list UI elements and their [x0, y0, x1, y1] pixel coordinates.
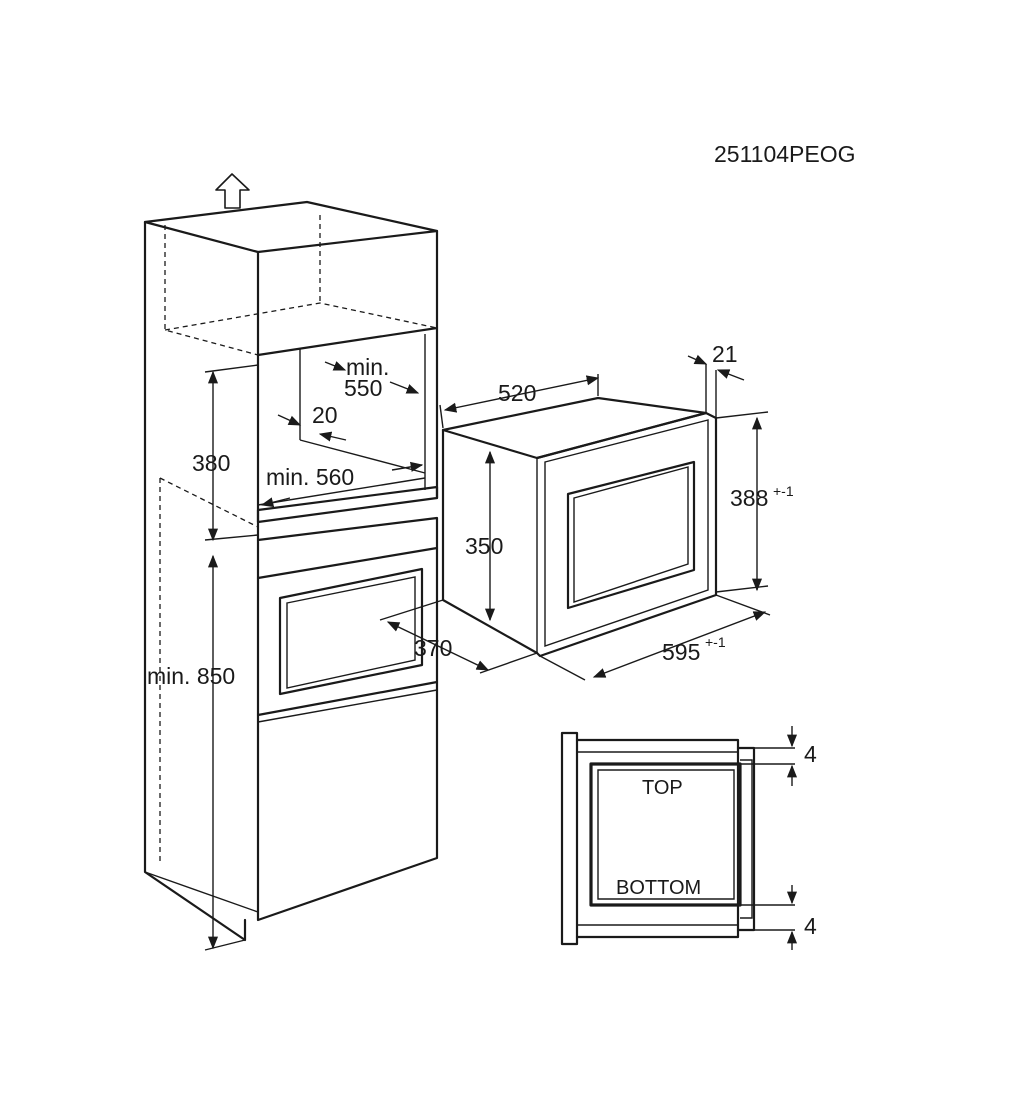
bottom-gap-label: 4 — [804, 913, 817, 939]
svg-text:388: 388 — [730, 485, 768, 511]
niche-width-label: min. 560 — [266, 464, 354, 490]
oven-height-label: 350 — [465, 533, 503, 559]
oven-dimensions — [379, 354, 771, 681]
rear-gap-label: 20 — [312, 402, 338, 428]
top-label: TOP — [642, 777, 683, 799]
cross-section — [560, 731, 756, 946]
oven-width-label: 520 — [498, 380, 536, 406]
oven-depth-label: 370 — [414, 635, 452, 661]
cabinet-dimensions — [204, 361, 424, 951]
bottom-label: BOTTOM — [616, 877, 701, 899]
frame-width-label: 595 +-1 — [662, 634, 726, 665]
svg-text:+-1: +-1 — [705, 634, 726, 650]
model-code: 251104PEOG — [714, 141, 856, 167]
svg-text:550: 550 — [344, 375, 382, 401]
niche-depth-label: min. 550 — [344, 354, 389, 401]
cabinet-height-label: min. 850 — [147, 663, 235, 689]
frame-height-label: 388 +-1 — [730, 483, 794, 511]
top-gap-label: 4 — [804, 741, 817, 767]
svg-text:+-1: +-1 — [773, 483, 794, 499]
tall-cabinet — [143, 200, 439, 942]
svg-text:min.: min. — [346, 354, 389, 380]
niche-height-label: 380 — [192, 450, 230, 476]
gap-dimensions — [740, 726, 798, 950]
up-arrow-icon — [215, 173, 250, 209]
microwave-oven — [441, 396, 718, 658]
svg-text:595: 595 — [662, 639, 700, 665]
frame-depth-label: 21 — [712, 341, 738, 367]
